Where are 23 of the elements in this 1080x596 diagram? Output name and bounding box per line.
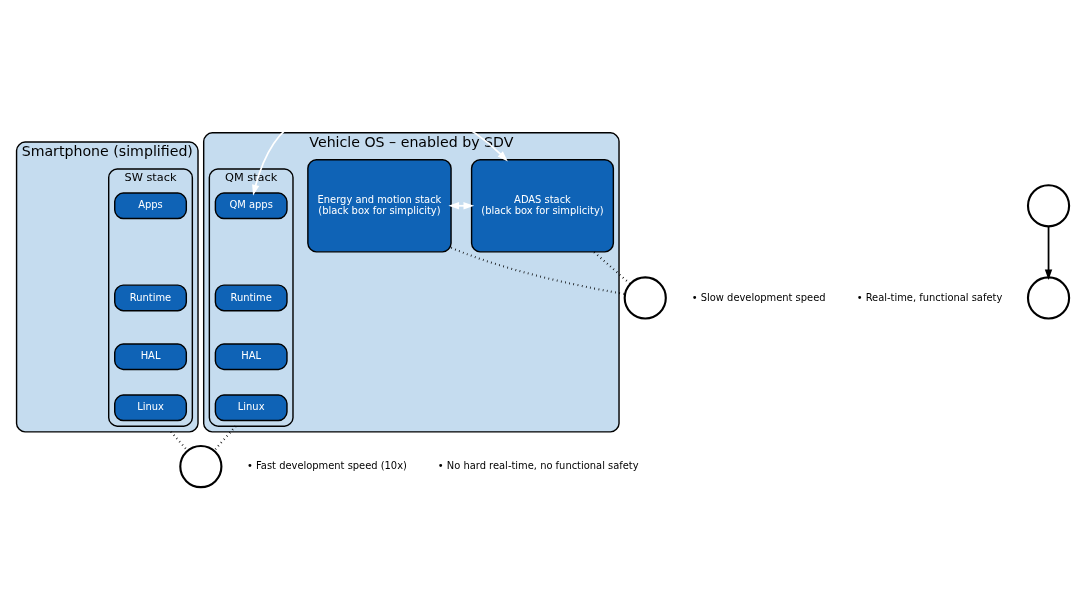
node-box: Runtime (214, 283, 288, 311)
connector (213, 425, 237, 451)
node-box: ADAS stack (black box for simplicity) (470, 158, 615, 253)
node-box: Energy and motion stack (black box for simplicity) (307, 158, 452, 253)
label: • No hard real-time, no functional safety (437, 459, 639, 471)
node-circle (1026, 183, 1071, 227)
label: • Slow development speed (691, 291, 826, 303)
label: • Fast development speed (10x) (247, 459, 407, 471)
node-box: Apps (114, 191, 188, 219)
node-box: Linux (214, 393, 288, 421)
connector (170, 430, 189, 451)
node-box: Linux (114, 393, 188, 421)
arrow (1044, 225, 1053, 280)
connector (593, 250, 631, 285)
node-box: HAL (114, 342, 188, 370)
node-box: Runtime (114, 283, 188, 311)
node-circle (1026, 275, 1071, 320)
node-box: QM apps (214, 191, 288, 219)
node-circle (623, 275, 667, 320)
label: • Real-time, functional safety (856, 291, 1003, 303)
node-circle (179, 444, 223, 488)
connector (450, 246, 625, 295)
node-box: HAL (214, 342, 288, 370)
